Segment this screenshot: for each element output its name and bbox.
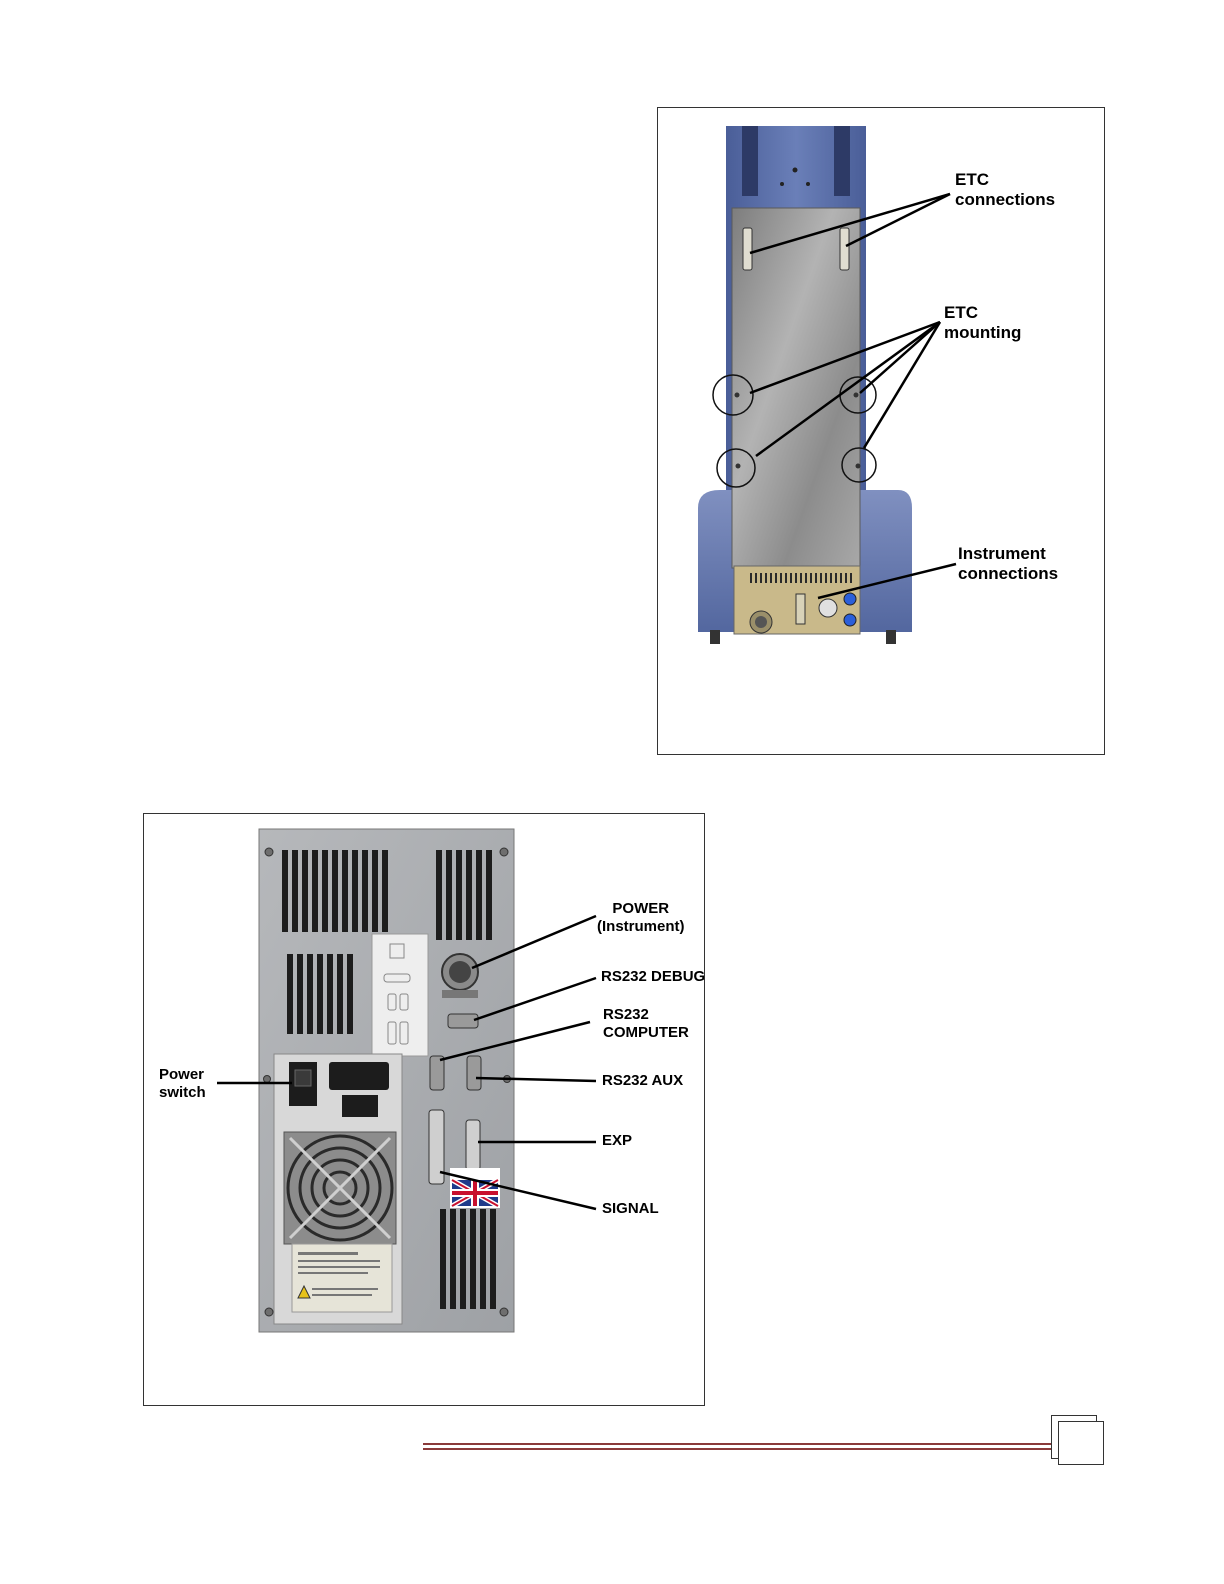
callout-etc-connections: ETC connections [955, 170, 1055, 210]
union-flag-sticker [450, 1168, 500, 1208]
callout-power-switch: Power switch [159, 1066, 206, 1101]
etc-connector-right [840, 228, 849, 270]
fuse-holder [342, 1095, 378, 1117]
exp-connector [466, 1120, 480, 1170]
callout-rs232-debug: RS232 DEBUG [601, 968, 705, 986]
rs232-computer-connector [430, 1056, 444, 1090]
mains-inlet [329, 1062, 389, 1090]
callout-exp: EXP [602, 1132, 632, 1150]
callout-power-instrument: POWER (Instrument) [597, 900, 685, 935]
footer-rule-top [423, 1443, 1053, 1445]
rs232-aux-connector [467, 1056, 481, 1090]
callout-rs232-computer: RS232 COMPUTER [603, 1006, 689, 1041]
footer-rule-bottom [423, 1448, 1053, 1450]
callout-instrument-connections: Instrument connections [958, 544, 1058, 584]
base-unit-rear-figure: POWER (Instrument) RS232 DEBUG RS232 COM… [143, 813, 705, 1406]
callout-etc-mounting: ETC mounting [944, 303, 1021, 343]
rs232-debug-connector [448, 1014, 478, 1028]
callout-rs232-aux: RS232 AUX [602, 1072, 683, 1090]
page-number-box [1058, 1421, 1104, 1465]
etc-connector-left [743, 228, 752, 270]
callout-signal: SIGNAL [602, 1200, 659, 1218]
instrument-rear-figure: ETC connections ETC mounting Instrument … [657, 107, 1105, 755]
